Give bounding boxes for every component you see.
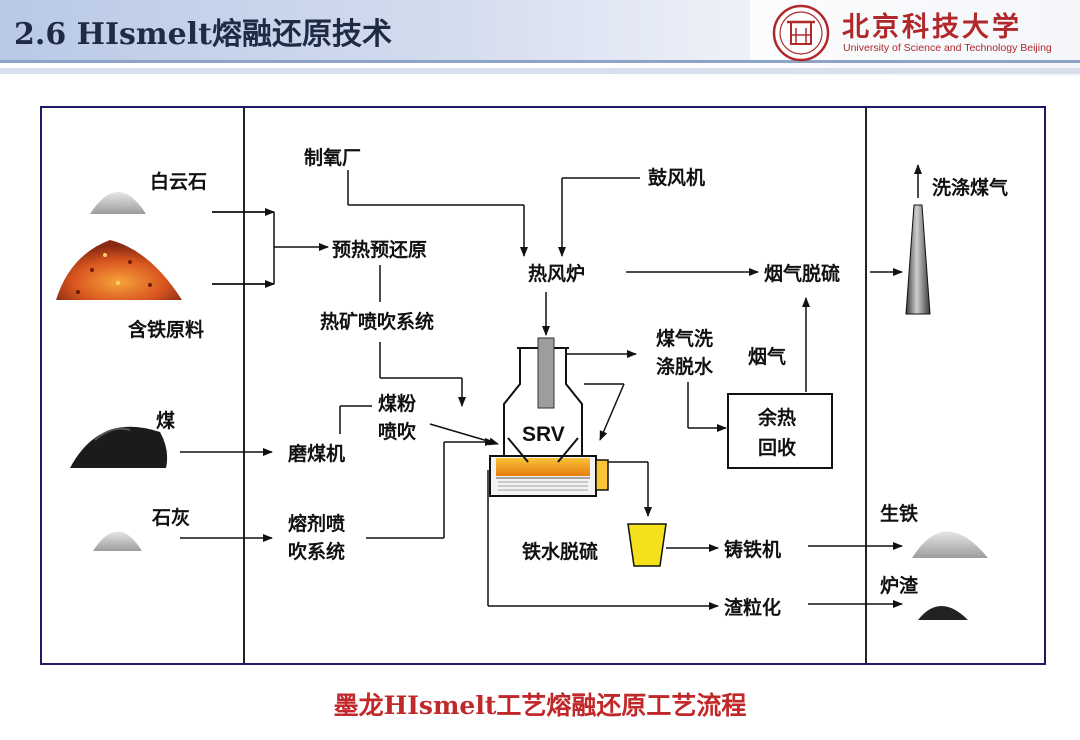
label-flux-inject-2: 吹系统 xyxy=(288,540,345,563)
header-divider-light xyxy=(0,68,1080,74)
label-coal-inject-1: 煤粉 xyxy=(378,392,416,415)
diagram-frame xyxy=(40,106,1046,665)
diagram-caption: 墨龙HIsmelt工艺熔融还原工艺流程 xyxy=(333,691,747,720)
label-casting: 铸铁机 xyxy=(724,538,781,561)
label-hm-desulf: 铁水脱硫 xyxy=(522,540,598,563)
slag-pile-icon xyxy=(918,606,968,620)
chimney-stack-icon xyxy=(905,204,931,315)
label-pig-iron: 生铁 xyxy=(880,502,918,525)
arrow-side-inlet-b xyxy=(599,383,625,441)
arrow-coalinject-to-srv xyxy=(429,423,499,446)
label-dolomite: 白云石 xyxy=(150,170,207,193)
coal-pile-icon xyxy=(70,426,168,468)
label-coal-mill: 磨煤机 xyxy=(287,442,345,465)
srv-label: SRV xyxy=(522,423,565,446)
header-divider xyxy=(0,60,1080,63)
ladle-icon xyxy=(627,523,667,567)
slide-header: 2.6 HIsmelt熔融还原技术 北京科技大学 University of S… xyxy=(0,0,1080,76)
pig-iron-pile-icon xyxy=(912,531,988,558)
label-gas-wash-2: 涤脱水 xyxy=(656,355,714,378)
university-seal-icon xyxy=(772,4,830,62)
iron-ore-pile-icon xyxy=(56,240,182,300)
label-oxygen-plant: 制氧厂 xyxy=(304,146,361,169)
title-band: 2.6 HIsmelt熔融还原技术 xyxy=(0,0,750,60)
label-hot-stove: 热风炉 xyxy=(528,262,585,285)
label-slag-gran: 渣粒化 xyxy=(724,596,781,619)
label-clean-gas: 洗涤煤气 xyxy=(932,176,1008,199)
dolomite-pile-icon xyxy=(90,192,146,214)
label-heat-recovery-2: 回收 xyxy=(758,436,796,459)
slide-title: 2.6 HIsmelt熔融还原技术 xyxy=(14,17,392,52)
label-lime: 石灰 xyxy=(151,506,190,529)
label-hot-ore-inject: 热矿喷吹系统 xyxy=(320,310,434,333)
label-preheat: 预热预还原 xyxy=(332,238,427,261)
label-blower: 鼓风机 xyxy=(648,166,705,189)
label-flue-desulf: 烟气脱硫 xyxy=(764,262,840,285)
university-name-en: University of Science and Technology Bei… xyxy=(843,42,1052,54)
label-flux-inject-1: 熔剂喷 xyxy=(288,512,345,535)
label-flue-gas: 烟气 xyxy=(748,345,786,368)
label-heat-recovery-1: 余热 xyxy=(757,406,796,429)
heat-recovery-box xyxy=(727,393,833,469)
label-slag: 炉渣 xyxy=(880,574,919,597)
label-iron-ore: 含铁原料 xyxy=(128,318,204,341)
lime-pile-icon xyxy=(93,531,142,551)
label-coal-inject-2: 喷吹 xyxy=(378,420,417,443)
label-gas-wash-1: 煤气洗 xyxy=(656,327,713,350)
label-coal: 煤 xyxy=(156,410,175,432)
university-name-cn: 北京科技大学 xyxy=(842,12,1022,43)
srv-vessel xyxy=(489,337,609,497)
